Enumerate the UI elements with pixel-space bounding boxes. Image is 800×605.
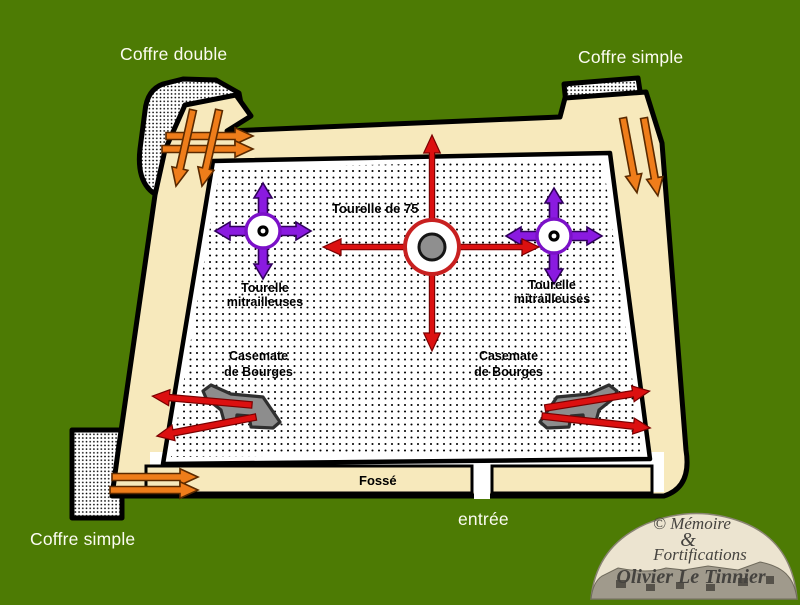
label-tourelle-75: Tourelle de 75 xyxy=(332,201,419,216)
logo-text-memoire: © Mémoire xyxy=(653,514,731,533)
orange-arrow-icon xyxy=(170,108,198,189)
label-tourelle-mitrailleuses-right: Tourelle mitrailleuses xyxy=(513,278,591,306)
label-coffre-simple-bottom-left: Coffre simple xyxy=(30,529,136,549)
logo-dome-icon: © Mémoire & Fortifications Olivier Le Ti… xyxy=(590,512,798,600)
machine-gun-turret-right xyxy=(504,186,604,286)
casemate-fire-arrows xyxy=(150,385,652,442)
entrance-gap xyxy=(474,458,490,499)
red-arrow-icon xyxy=(540,412,652,435)
label-entree: entrée xyxy=(458,509,509,529)
label-casemate-right: Casemate de Bourges xyxy=(474,349,543,379)
logo-text-author: Olivier Le Tinnier xyxy=(616,566,765,588)
orange-arrow-icon xyxy=(111,467,200,487)
orange-arrow-icon xyxy=(639,116,664,198)
logo-text-fortifications: Fortifications xyxy=(652,545,747,564)
tourelle-75-turret xyxy=(321,133,541,353)
moat-band-right xyxy=(490,464,654,495)
red-arrow-icon xyxy=(150,388,253,409)
orange-arrow-icon xyxy=(196,108,224,189)
label-casemate-left: Casemate de Bourges xyxy=(224,349,293,379)
red-arrow-icon xyxy=(543,385,652,412)
orange-arrow-icon xyxy=(618,116,643,195)
label-tourelle-mitrailleuses-left: Tourelle mitrailleuses xyxy=(226,281,304,309)
label-coffre-double: Coffre double xyxy=(120,44,228,64)
red-arrow-icon xyxy=(155,413,258,442)
orange-arrow-icon xyxy=(109,480,200,500)
logo-text-ampersand: & xyxy=(680,529,696,551)
label-coffre-simple-top-right: Coffre simple xyxy=(578,47,684,67)
logo-badge: © Mémoire & Fortifications Olivier Le Ti… xyxy=(588,504,800,600)
machine-gun-turret-left xyxy=(213,181,313,281)
coffre-flanking-arrows xyxy=(109,108,664,500)
label-fosse: Fossé xyxy=(359,473,397,488)
